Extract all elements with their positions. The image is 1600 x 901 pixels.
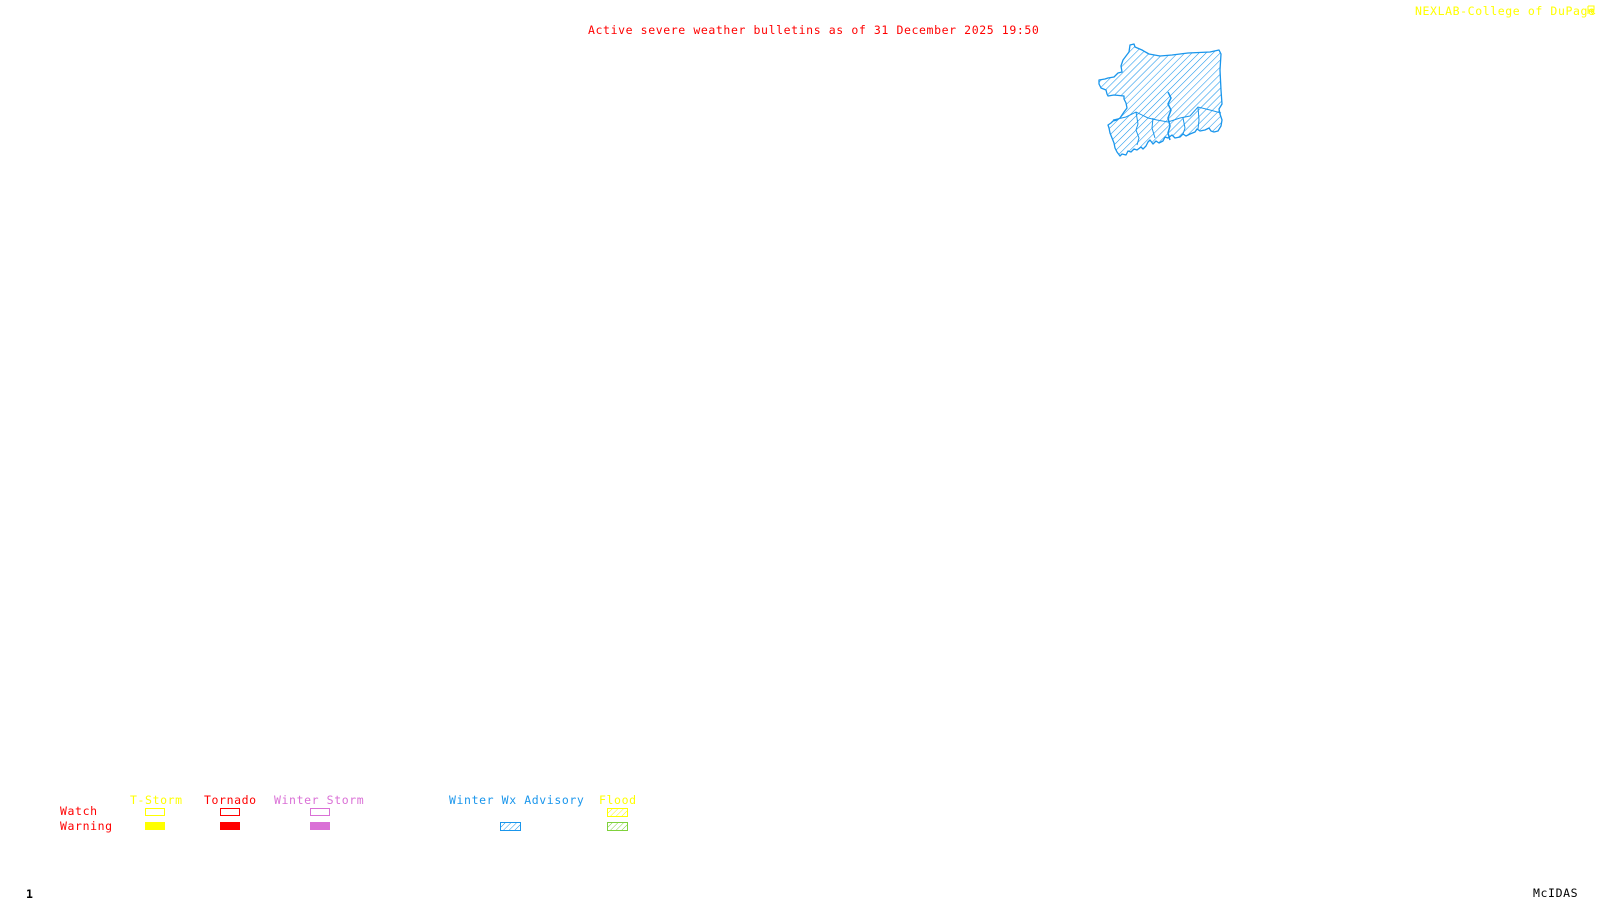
winter-wx-advisory-area[interactable] [1098, 43, 1223, 157]
tornado-warning-swatch [220, 822, 240, 830]
flood-warning-swatch [607, 822, 628, 831]
winter-wx-advisory-swatch [500, 822, 521, 831]
tstorm-warning-swatch [145, 822, 165, 830]
frame-number: 1 [26, 887, 34, 901]
legend-row-warning: Warning [60, 819, 113, 833]
legend-row-watch: Watch [60, 804, 98, 818]
software-label: McIDAS [1533, 886, 1579, 900]
tornado-watch-swatch [220, 808, 240, 816]
credit-text: NEXLAB-College of DuPage [1415, 4, 1596, 18]
legend-label-flood: Flood [599, 793, 637, 807]
tstorm-watch-swatch [145, 808, 165, 816]
legend-label-winter-wx-advisory: Winter Wx Advisory [449, 793, 585, 807]
flood-watch-swatch [607, 808, 628, 817]
legend-label-winter-storm: Winter Storm [274, 793, 365, 807]
map-title: Active severe weather bulletins as of 31… [588, 23, 1040, 37]
winter-storm-warning-swatch [310, 822, 330, 830]
winter-storm-watch-swatch [310, 808, 330, 816]
legend-label-tornado: Tornado [204, 793, 257, 807]
nexlab-logo-icon [1587, 5, 1596, 15]
legend-label-tstorm: T-Storm [130, 793, 183, 807]
